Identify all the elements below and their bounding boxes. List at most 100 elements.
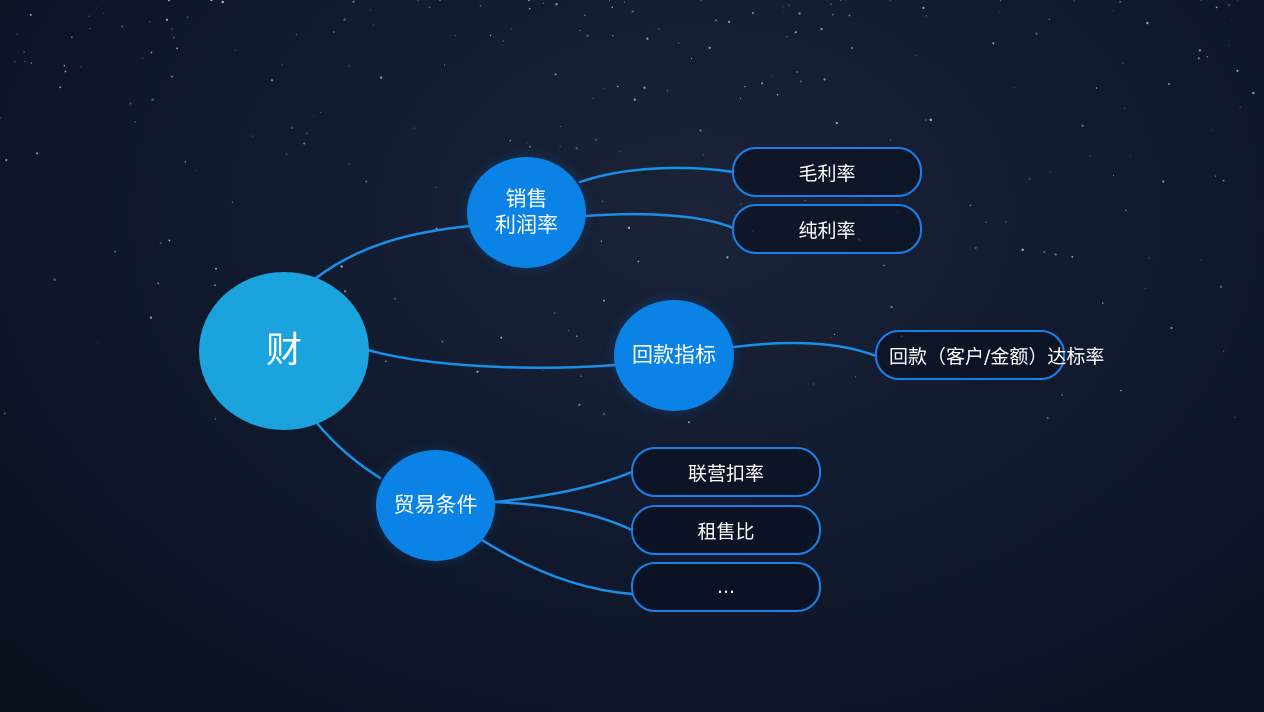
star xyxy=(343,18,346,21)
star xyxy=(428,6,431,9)
star xyxy=(998,11,1000,13)
connector-root-collection xyxy=(366,348,618,369)
star xyxy=(794,31,797,34)
star xyxy=(385,360,387,363)
star xyxy=(787,4,790,6)
star xyxy=(782,6,784,8)
star xyxy=(1148,257,1150,259)
star xyxy=(369,9,371,11)
star xyxy=(311,258,313,260)
star xyxy=(295,33,298,36)
star xyxy=(883,264,886,267)
star xyxy=(413,127,415,129)
star xyxy=(855,376,857,378)
star xyxy=(559,145,561,147)
star xyxy=(830,336,832,338)
star xyxy=(699,129,702,132)
star xyxy=(1162,180,1165,183)
star xyxy=(476,370,479,373)
star xyxy=(24,61,26,63)
star xyxy=(159,241,162,245)
star xyxy=(830,3,832,6)
leaf-more[interactable]: ... xyxy=(631,562,821,612)
star xyxy=(235,49,236,51)
star xyxy=(373,24,375,26)
star xyxy=(688,421,690,424)
leaf-rent-sales-ratio[interactable]: 租售比 xyxy=(631,505,821,555)
branch-trade-terms[interactable]: 贸易条件 xyxy=(376,450,495,561)
connector-sales-gross xyxy=(578,166,735,184)
connector-trade-deduction xyxy=(493,470,634,504)
star xyxy=(1049,171,1051,173)
star xyxy=(820,27,823,31)
star xyxy=(812,383,814,385)
star xyxy=(1215,6,1218,9)
star xyxy=(1219,285,1223,289)
star xyxy=(839,0,842,1)
star xyxy=(1200,0,1202,1)
star xyxy=(151,98,154,102)
star xyxy=(744,86,746,88)
star xyxy=(1200,259,1202,261)
star xyxy=(1061,394,1063,396)
star xyxy=(95,7,97,9)
star xyxy=(1198,49,1202,52)
connector-collection-rate xyxy=(732,341,878,358)
star xyxy=(1197,57,1200,60)
star xyxy=(1089,155,1091,157)
star xyxy=(833,333,836,336)
star xyxy=(925,15,927,17)
star xyxy=(1095,87,1098,89)
star xyxy=(848,14,851,17)
star xyxy=(1223,350,1225,352)
star xyxy=(53,278,56,281)
star xyxy=(580,375,583,378)
star xyxy=(270,79,274,82)
star xyxy=(592,97,594,100)
connector-root-trade xyxy=(314,420,382,480)
star xyxy=(611,6,614,9)
star xyxy=(171,28,173,30)
star xyxy=(1146,21,1149,25)
star xyxy=(303,142,306,145)
star xyxy=(29,13,32,16)
star xyxy=(312,115,314,117)
leaf-label: 联营扣率 xyxy=(687,462,764,485)
leaf-gross-margin[interactable]: 毛利率 xyxy=(732,147,922,197)
connector-sales-net xyxy=(584,212,735,230)
leaf-net-margin[interactable]: 纯利率 xyxy=(732,204,922,254)
star xyxy=(285,153,288,156)
star xyxy=(835,121,839,125)
star xyxy=(690,58,693,60)
branch-collection-index[interactable]: 回款指标 xyxy=(614,300,734,411)
star xyxy=(631,10,634,13)
star xyxy=(804,200,806,202)
leaf-joint-operation-deduction[interactable]: 联营扣率 xyxy=(631,447,821,497)
star xyxy=(702,154,704,156)
star xyxy=(658,28,660,30)
root-node[interactable]: 财 xyxy=(199,272,369,430)
star xyxy=(231,201,234,203)
star xyxy=(156,282,160,285)
star xyxy=(281,64,283,66)
star xyxy=(502,44,503,45)
star xyxy=(1222,179,1225,182)
branch-sales-profit-rate[interactable]: 销售 利润率 xyxy=(467,157,586,268)
star xyxy=(435,227,438,230)
star xyxy=(1129,155,1131,157)
star xyxy=(170,75,174,78)
star xyxy=(129,102,132,105)
star xyxy=(1073,346,1077,350)
star xyxy=(187,16,189,18)
star xyxy=(575,146,578,150)
leaf-collection-achievement-rate[interactable]: 回款（客户/金额）达标率 xyxy=(875,330,1104,380)
star xyxy=(150,51,153,54)
star xyxy=(97,341,98,343)
star xyxy=(1119,0,1122,3)
star xyxy=(925,119,927,121)
star xyxy=(1102,302,1104,304)
star xyxy=(603,87,605,89)
star xyxy=(80,66,82,68)
star xyxy=(726,256,729,259)
